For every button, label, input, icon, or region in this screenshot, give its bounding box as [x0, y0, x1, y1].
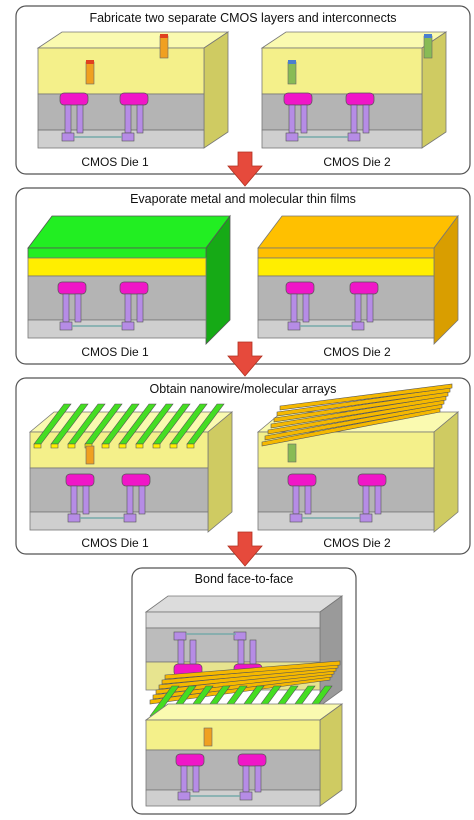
step-1-title: Fabricate two separate CMOS layers and i… — [89, 11, 396, 25]
transistor — [59, 92, 89, 142]
nanowire — [169, 443, 178, 449]
interconnect-pillar — [423, 35, 433, 59]
nanowire — [33, 443, 42, 449]
transistor — [357, 473, 387, 523]
nanowire — [152, 443, 161, 449]
transistor — [175, 753, 205, 801]
transistor — [287, 473, 317, 523]
nanowire — [118, 443, 127, 449]
step-2-die-2-label: CMOS Die 2 — [323, 345, 391, 359]
nanowire — [276, 387, 451, 417]
step-2-die-2 — [257, 214, 459, 345]
step-3-die-2 — [256, 383, 460, 533]
transistor — [285, 281, 315, 331]
step-4-panel: Bond face-to-face — [131, 567, 357, 815]
nanowire — [186, 443, 195, 449]
nanowire — [279, 383, 453, 411]
step-3-panel: Obtain nanowire/molecular arrays — [15, 377, 471, 555]
down-arrow-icon — [227, 531, 263, 567]
step-2-die-1 — [27, 214, 231, 345]
nanowire — [135, 443, 144, 449]
transistor — [345, 92, 375, 142]
step-2-title: Evaporate metal and molecular thin films — [130, 192, 356, 206]
transistor — [119, 92, 149, 142]
transistor — [65, 473, 95, 523]
step-1-die-1 — [36, 31, 230, 149]
step-1-panel: Fabricate two separate CMOS layers and i… — [15, 5, 471, 175]
interconnect-pillar — [159, 35, 169, 59]
nanowire — [101, 443, 110, 449]
step-1-die-2 — [260, 31, 448, 149]
down-arrow-icon — [227, 151, 263, 187]
nanowire — [50, 443, 59, 449]
transistor — [349, 281, 379, 331]
step-1-die-1-label: CMOS Die 1 — [81, 155, 149, 169]
transistor — [283, 92, 313, 142]
bonded-stack — [144, 595, 344, 807]
nanowire-array — [261, 383, 453, 447]
step-2-die-1-label: CMOS Die 1 — [81, 345, 149, 359]
step-3-title: Obtain nanowire/molecular arrays — [150, 382, 337, 396]
nanowire — [273, 391, 449, 423]
step-3-die-1-label: CMOS Die 1 — [81, 536, 149, 550]
nanowire-array — [33, 403, 225, 449]
nanowire — [164, 660, 341, 680]
step-2-panel: Evaporate metal and molecular thin films — [15, 187, 471, 365]
down-arrow-icon — [227, 341, 263, 377]
step-4-title: Bond face-to-face — [195, 572, 294, 586]
step-3-die-2-label: CMOS Die 2 — [323, 536, 391, 550]
nanowire — [67, 443, 76, 449]
interconnect-pillar — [287, 61, 297, 85]
interconnect-pillar — [85, 61, 95, 85]
step-3-die-1 — [28, 403, 234, 533]
transistor — [119, 281, 149, 331]
nanowire — [270, 395, 447, 429]
transistor — [57, 281, 87, 331]
transistor — [121, 473, 151, 523]
step-1-die-2-label: CMOS Die 2 — [323, 155, 391, 169]
